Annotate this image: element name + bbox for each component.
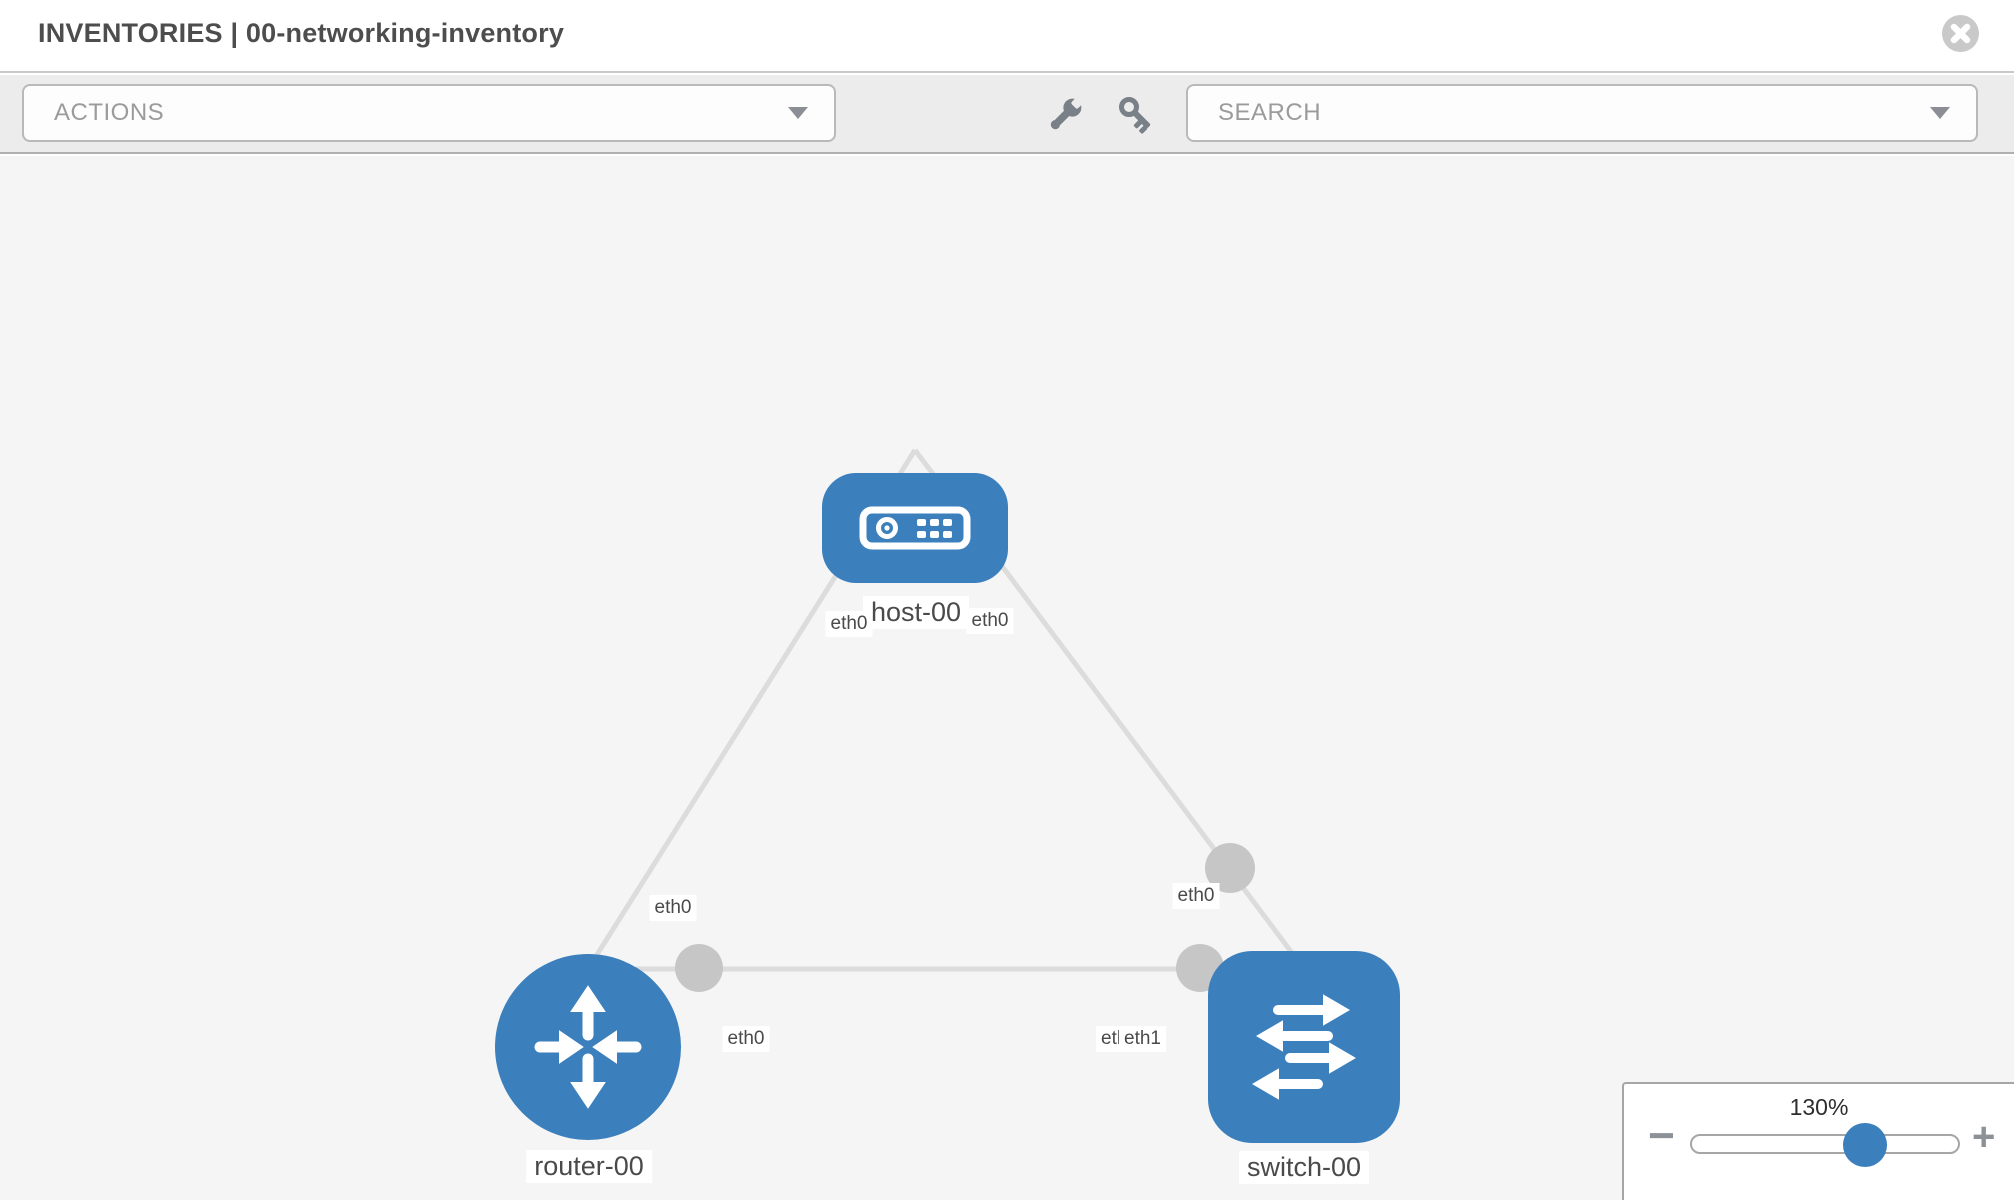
node-router-00[interactable] [495,954,681,1140]
key-icon[interactable] [1116,96,1156,136]
zoom-in-button[interactable]: + [1972,1115,1996,1159]
interface-label: eth0 [966,608,1014,634]
node-switch-00[interactable] [1208,951,1400,1143]
close-button[interactable] [1942,15,1979,52]
switch-arrows-icon [1252,994,1356,1100]
caret-down-icon [1930,107,1950,119]
interface-label: eth0 [722,1026,770,1052]
node-host-00[interactable] [822,473,1008,583]
topology-links-layer [585,448,1307,992]
zoom-slider-track[interactable] [1690,1134,1960,1154]
host-server-icon [859,506,971,550]
actions-dropdown[interactable]: ACTIONS [22,84,836,142]
node-label-router: router-00 [526,1150,652,1183]
header: INVENTORIES | 00-networking-inventory [0,0,2014,73]
node-label-host: host-00 [862,596,970,629]
wrench-icon[interactable] [1046,96,1086,136]
actions-dropdown-label: ACTIONS [54,99,165,126]
toolbar: ACTIONS SEARCH [0,75,2014,154]
interface-label: eth1 [1119,1026,1166,1052]
interface-dot [675,944,723,992]
zoom-panel: 130% − + [1622,1082,2014,1200]
router-arrows-icon [534,985,642,1109]
interface-label: eth0 [1172,883,1220,909]
node-label-switch: switch-00 [1238,1151,1370,1184]
close-x-icon [1950,23,1971,44]
caret-down-icon [788,107,808,119]
topology-canvas[interactable]: host-00 router-00 switch-00 eth0 eth0 et… [0,156,2014,1200]
search-dropdown[interactable]: SEARCH [1186,84,1978,142]
search-placeholder: SEARCH [1218,99,1322,126]
zoom-level-value: 130% [1789,1094,1849,1120]
interface-label: eth0 [649,895,697,921]
page-title: INVENTORIES | 00-networking-inventory [38,18,565,48]
interface-label: eth0 [825,611,873,637]
zoom-out-button[interactable]: − [1648,1109,1675,1161]
zoom-slider-thumb[interactable] [1843,1123,1887,1167]
